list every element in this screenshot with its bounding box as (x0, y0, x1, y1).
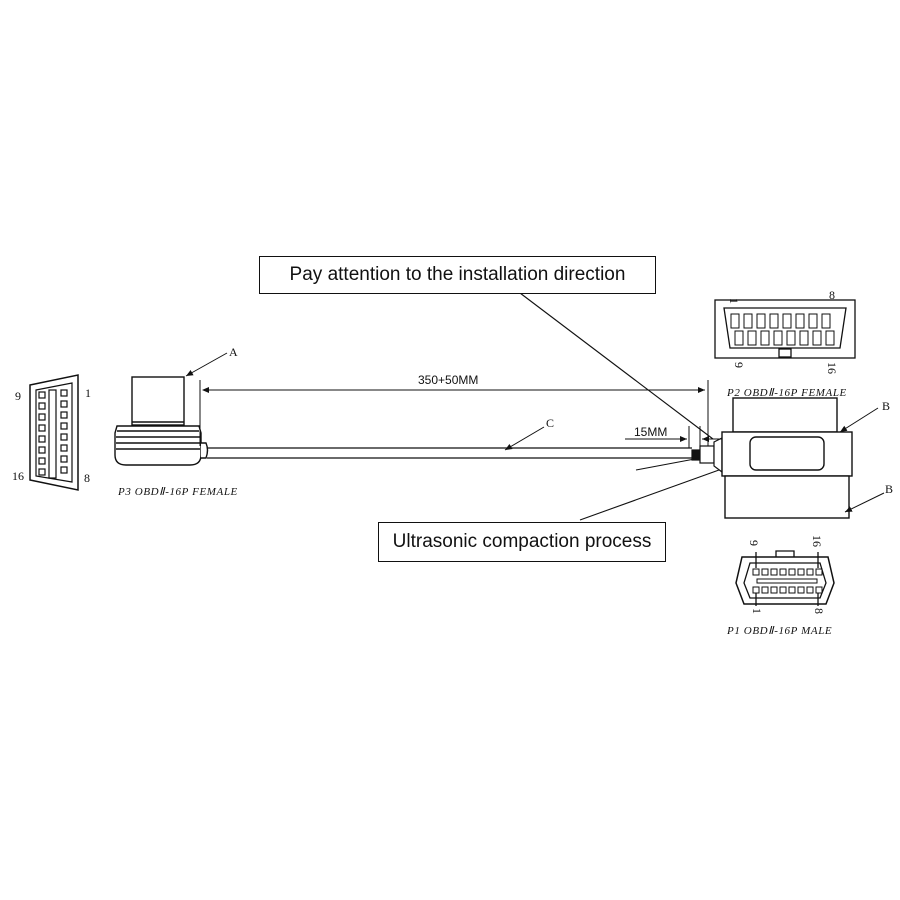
cable (207, 447, 692, 459)
p3-pin-label-8: 8 (84, 471, 90, 485)
leader-a (185, 352, 228, 377)
p2-p1-body-side (721, 397, 853, 519)
leader-b-lower (844, 492, 885, 513)
p3-pin-column-right (60, 389, 68, 474)
p3-connector-side (114, 376, 209, 466)
overmold-leader (635, 457, 701, 471)
p1-pin-label-1: 1 (750, 608, 764, 614)
part-letter-c: C (546, 416, 554, 430)
p3-pin-label-9: 9 (15, 389, 21, 403)
dimension-cable-length-label: 350+50MM (418, 373, 478, 387)
dimension-overmold-label: 15MM (634, 425, 667, 439)
p1-pin-label-9: 9 (747, 540, 761, 546)
p3-connector-face (29, 374, 79, 491)
p2-pin-label-16: 16 (825, 362, 839, 374)
p1-pin-label-16: 16 (810, 535, 824, 547)
p3-pin-column-left (38, 391, 46, 476)
p2-pin-label-8: 8 (829, 288, 835, 302)
callout-installation-leader (519, 292, 714, 440)
callout-installation-direction: Pay attention to the installation direct… (259, 256, 656, 294)
p3-pin-label-1: 1 (85, 386, 91, 400)
part-letter-b-upper: B (882, 399, 890, 413)
p1-caption: P1 OBDⅡ-16P MALE (726, 625, 832, 637)
leader-b-upper (839, 407, 879, 433)
p2-connector-face (714, 299, 856, 359)
callout-ultrasonic-leader (579, 469, 720, 521)
part-letter-a: A (229, 345, 238, 359)
p1-connector-face (735, 550, 835, 606)
p2-caption: P2 OBDⅡ-16P FEMALE (726, 387, 847, 399)
p1-pin-label-8: 8 (812, 608, 826, 614)
cable-overmold (691, 437, 723, 474)
leader-c (504, 426, 545, 451)
dimension-overmold (625, 426, 722, 448)
p2-pin-label-1: 1 (727, 298, 741, 304)
callout-ultrasonic-compaction: Ultrasonic compaction process (378, 522, 666, 562)
part-letter-b-lower: B (885, 482, 893, 496)
p3-pin-label-16: 16 (12, 469, 24, 483)
dimension-cable-length (199, 380, 709, 446)
p3-caption: P3 OBDⅡ-16P FEMALE (117, 486, 238, 498)
p2-pin-label-9: 9 (732, 362, 746, 368)
